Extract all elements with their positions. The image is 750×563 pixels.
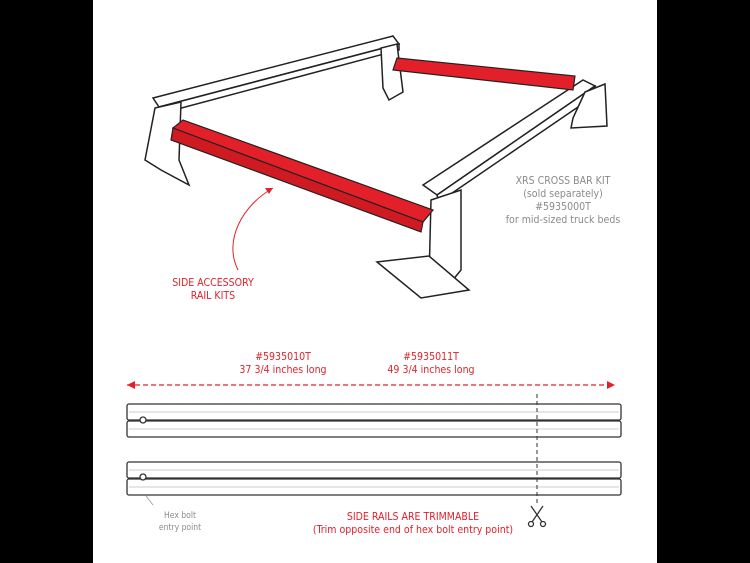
crossbar-fit: for mid-sized truck beds <box>505 214 621 226</box>
rack-towers <box>144 43 608 299</box>
scissors-icon <box>527 505 547 528</box>
rail-length: 49 3/4 inches long <box>387 364 475 376</box>
crossbar-note: (sold separately) <box>523 188 603 200</box>
rack-illustration <box>126 35 622 528</box>
rail-side-view-long <box>126 403 622 438</box>
trim-note-title: SIDE RAILS ARE TRIMMABLE <box>346 511 480 523</box>
side-accessory-rails <box>170 57 576 233</box>
side-rail-label-line2: RAIL KITS <box>190 290 236 302</box>
rail-spec-short: #5935010T 37 3/4 inches long <box>223 351 343 377</box>
side-rail-label: SIDE ACCESSORY RAIL KITS <box>153 277 273 303</box>
product-diagram-panel: XRS CROSS BAR KIT (sold separately) #593… <box>93 0 657 563</box>
rail-length: 37 3/4 inches long <box>239 364 327 376</box>
callout-line <box>232 187 274 271</box>
hex-bolt-line2: entry point <box>158 523 202 533</box>
crossbar-title: XRS CROSS BAR KIT <box>515 175 611 187</box>
trim-note-detail: (Trim opposite end of hex bolt entry poi… <box>312 524 514 536</box>
trim-note: SIDE RAILS ARE TRIMMABLE (Trim opposite … <box>293 511 533 537</box>
hex-bolt-line1: Hex bolt <box>164 511 196 521</box>
front-cross-bar <box>421 79 598 204</box>
rail-part-number: #5935011T <box>403 351 459 363</box>
rear-cross-bar <box>151 35 401 115</box>
hex-bolt-pointer <box>145 495 154 506</box>
side-rail-label-line1: SIDE ACCESSORY <box>172 277 254 289</box>
crossbar-kit-label: XRS CROSS BAR KIT (sold separately) #593… <box>478 175 648 227</box>
hex-bolt-label: Hex bolt entry point <box>145 510 215 534</box>
rail-side-view-short <box>126 461 622 496</box>
rail-part-number: #5935010T <box>255 351 311 363</box>
crossbar-part-number: #5935000T <box>535 201 591 213</box>
rail-spec-long: #5935011T 49 3/4 inches long <box>371 351 491 377</box>
